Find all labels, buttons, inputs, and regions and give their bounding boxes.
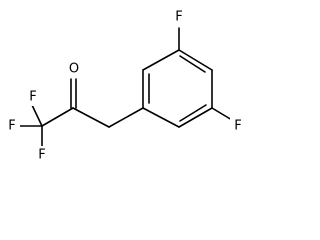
ring-bond-6	[142, 107, 180, 128]
bond-c1-f-top	[31, 104, 43, 127]
atom-fluorine-cf3-left: F	[8, 119, 15, 134]
atom-fluorine-cf3-top: F	[29, 90, 36, 105]
ring-inner-bond-2	[179, 55, 206, 73]
atom-fluorine-ring-top: F	[175, 10, 182, 25]
ring-bond-3	[178, 49, 213, 71]
atom-fluorine-ring-right: F	[234, 119, 241, 134]
ring-inner-bond-3	[179, 104, 207, 122]
chemical-structure: O F F F F F	[8, 9, 242, 163]
ring-bond-5	[178, 107, 213, 128]
bond-ring-f-right	[211, 107, 233, 121]
bond-c1-c2	[41, 107, 74, 127]
atom-oxygen: O	[69, 62, 79, 77]
bond-c2-ch2	[72, 107, 110, 128]
atom-fluorine-cf3-bottom: F	[38, 148, 45, 163]
ring-bond-2	[142, 49, 180, 71]
bond-ch2-ring	[108, 107, 144, 128]
benzene-ring	[142, 49, 213, 128]
